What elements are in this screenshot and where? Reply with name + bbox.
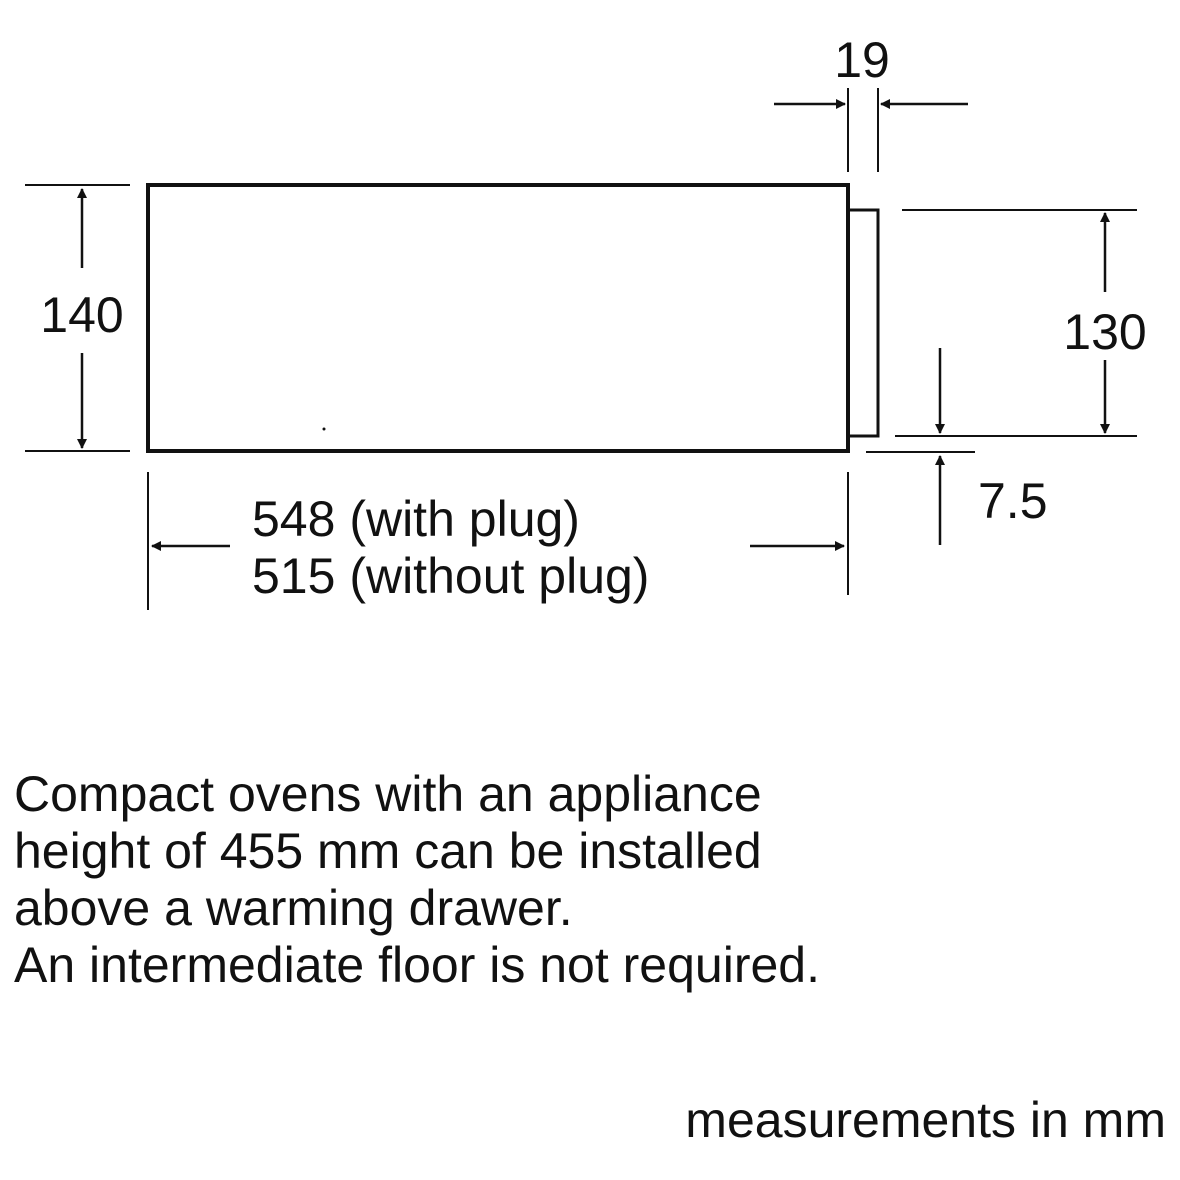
- installation-note: Compact ovens with an appliance height o…: [14, 766, 1114, 994]
- note-line: height of 455 mm can be installed: [14, 823, 762, 879]
- note-line: Compact ovens with an appliance: [14, 766, 762, 822]
- dimension-label-140: 140: [40, 287, 123, 343]
- drawer-body-outline: [146, 183, 850, 453]
- dimension-label-depth-with-plug: 548 (with plug): [252, 491, 580, 547]
- dimension-label-depth-without-plug: 515 (without plug): [252, 548, 649, 604]
- note-line: An intermediate floor is not required.: [14, 937, 820, 993]
- drawer-front-panel: [848, 208, 880, 438]
- dimension-label-130: 130: [1063, 304, 1146, 360]
- units-caption: measurements in mm: [685, 1092, 1166, 1148]
- dimension-label-7-5: 7.5: [978, 473, 1048, 529]
- dimension-label-19: 19: [834, 32, 890, 88]
- note-line: above a warming drawer.: [14, 880, 573, 936]
- diagram-dot: [322, 427, 326, 431]
